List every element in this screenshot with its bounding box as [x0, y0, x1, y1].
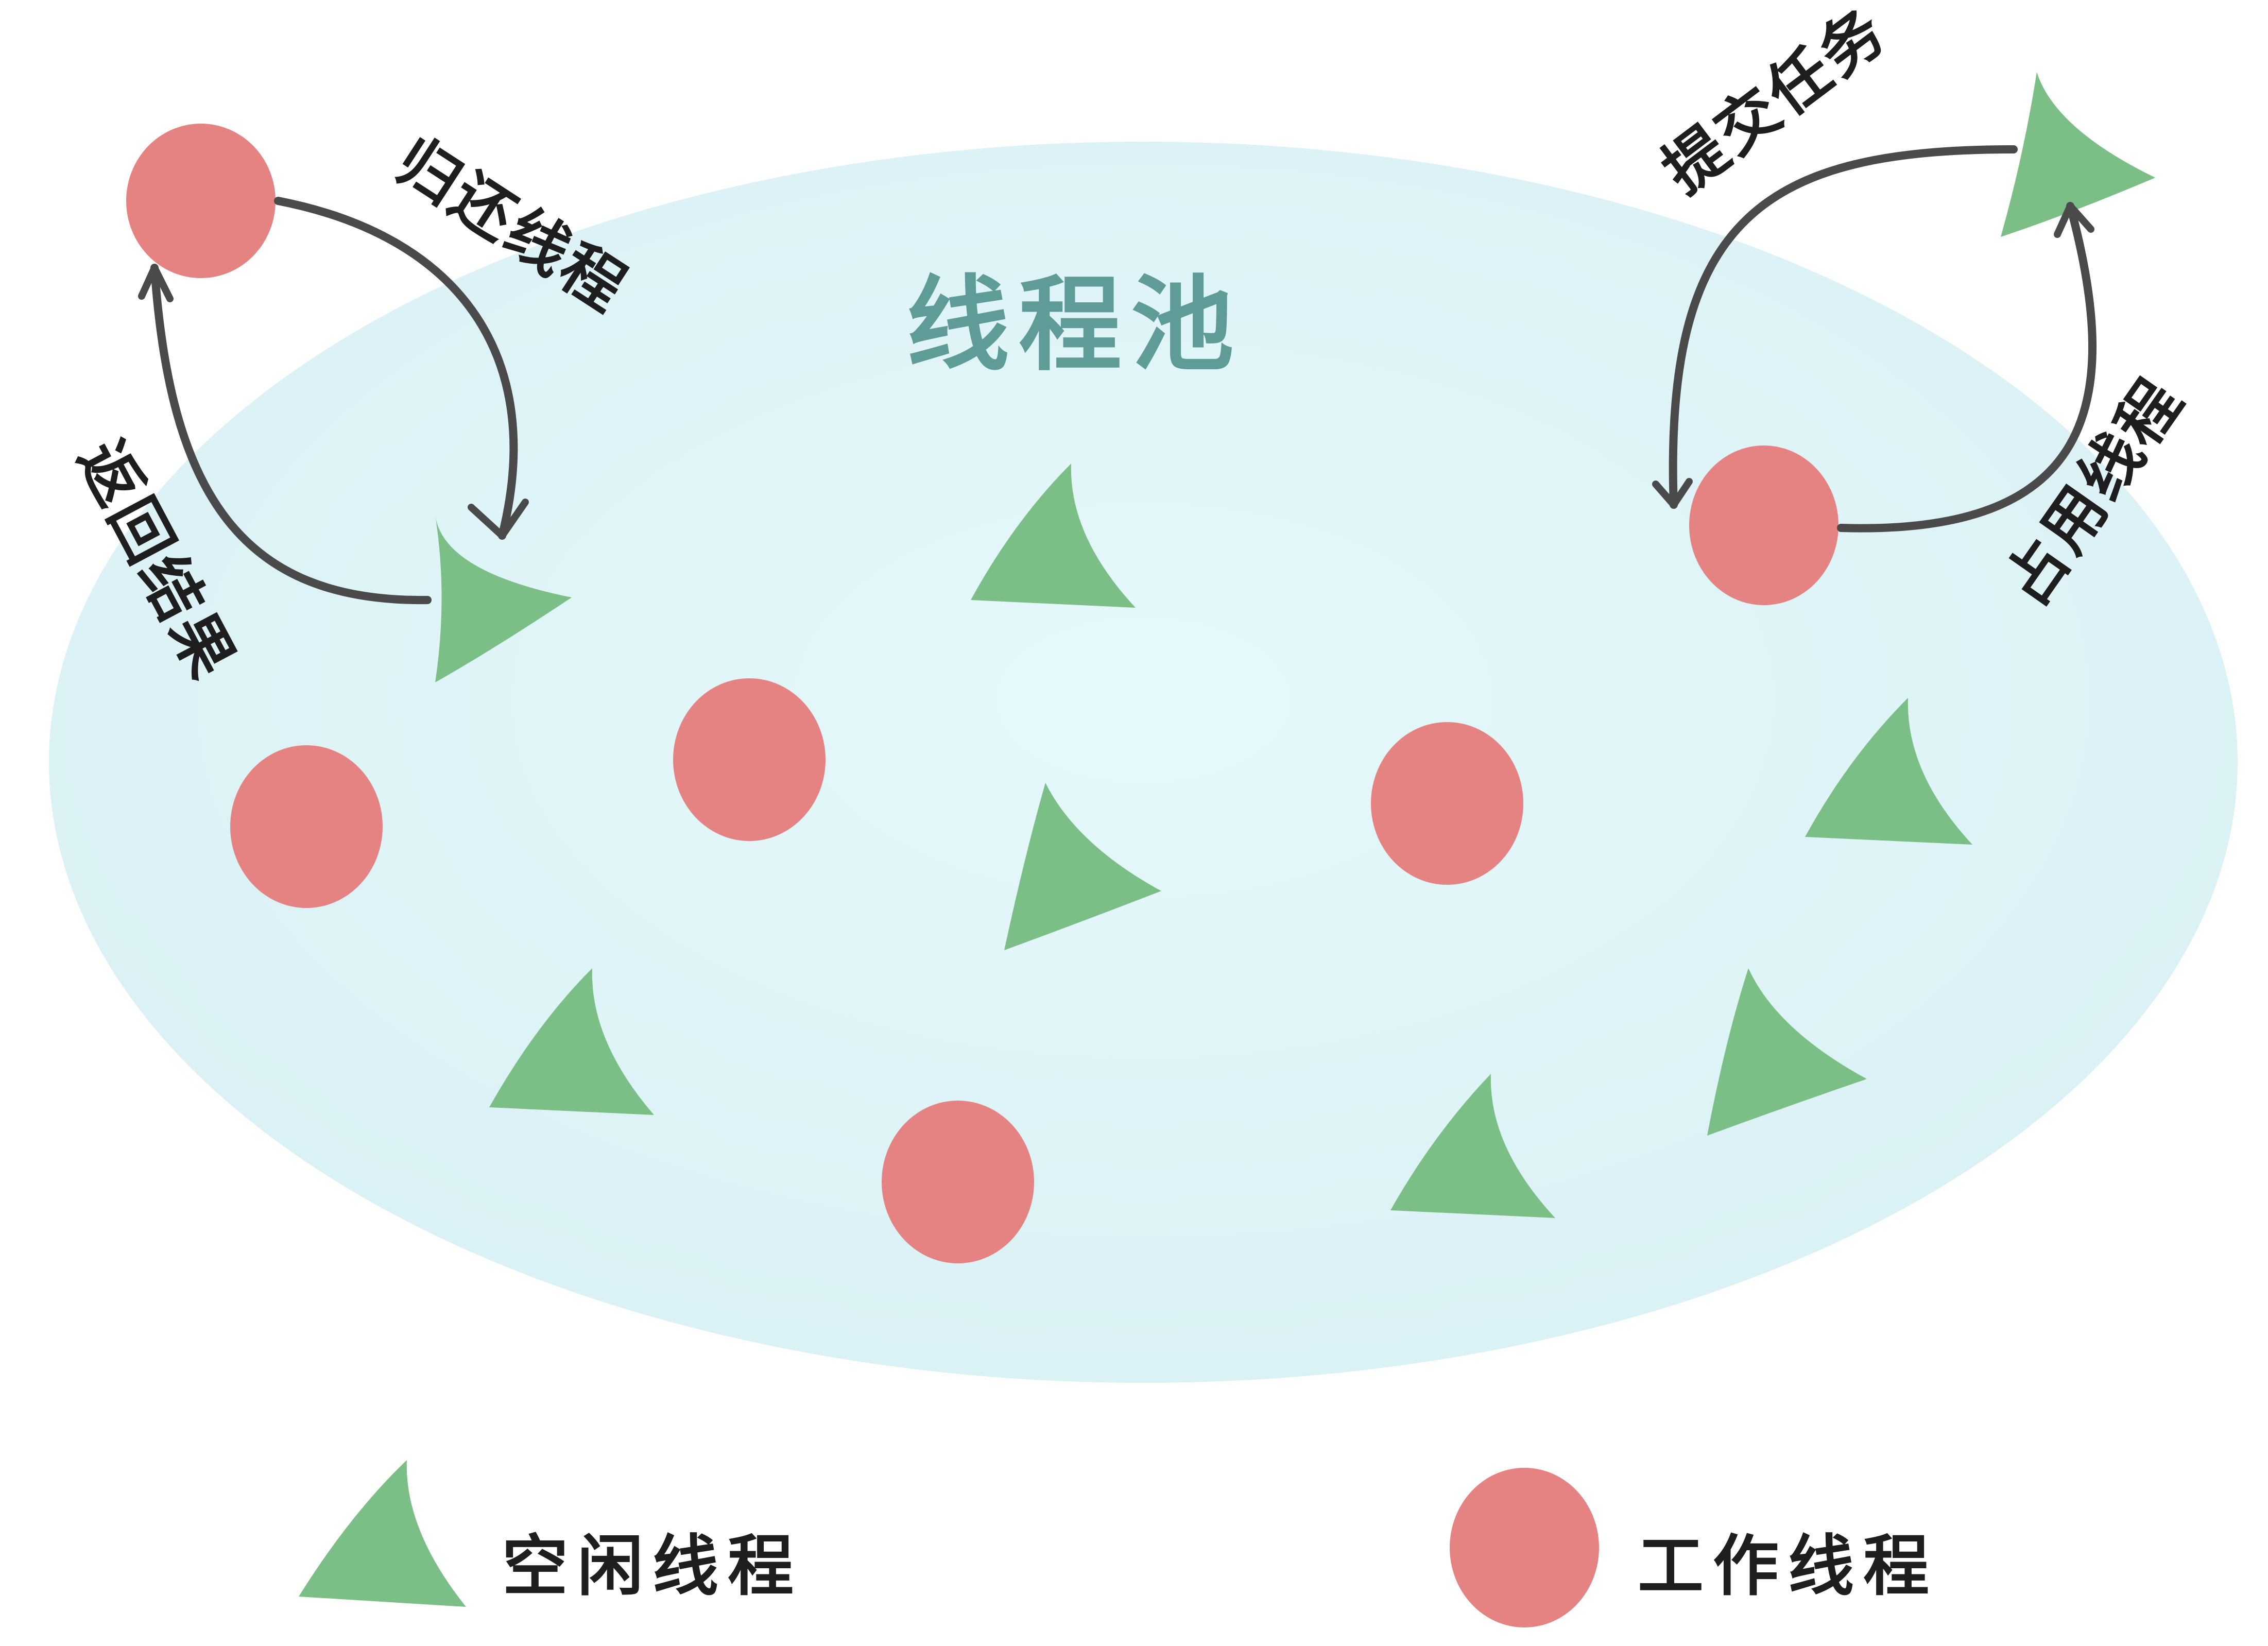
return-result-arrow [150, 264, 432, 605]
legend-working-thread-icon [1450, 1468, 1599, 1627]
return-result-arrowhead [138, 264, 174, 302]
legend-working-thread-label: 工作线程 [1638, 1528, 1938, 1605]
idle-thread [1707, 968, 1867, 1136]
working-thread [882, 1101, 1034, 1263]
idle-thread [971, 464, 1136, 608]
return-thread-arrow [274, 197, 518, 540]
legend-idle-thread-label: 空闲线程 [502, 1528, 803, 1605]
submit-task-arrow [1669, 145, 2018, 509]
idle-thread [1390, 1074, 1555, 1218]
returning-working-thread [126, 124, 276, 278]
occupy-thread-arrow [1837, 202, 2097, 533]
submit-task-arrowhead [1652, 478, 1693, 508]
submit-task-label: 提交任务 [1650, 0, 1900, 208]
working-thread [230, 745, 383, 908]
submitted-task-thread [2001, 72, 2155, 237]
returned-idle-thread [435, 515, 572, 682]
pool-title: 线程池 [906, 265, 1243, 385]
working-thread [673, 678, 826, 841]
occupied-working-thread [1689, 445, 1839, 605]
working-thread [1371, 722, 1523, 885]
legend-idle-thread-icon [299, 1460, 466, 1607]
return-thread-arrowhead [468, 499, 529, 539]
occupy-thread-arrowhead [2054, 202, 2094, 238]
idle-thread [1805, 698, 1972, 845]
idle-thread [489, 968, 654, 1115]
idle-thread [1004, 783, 1161, 950]
